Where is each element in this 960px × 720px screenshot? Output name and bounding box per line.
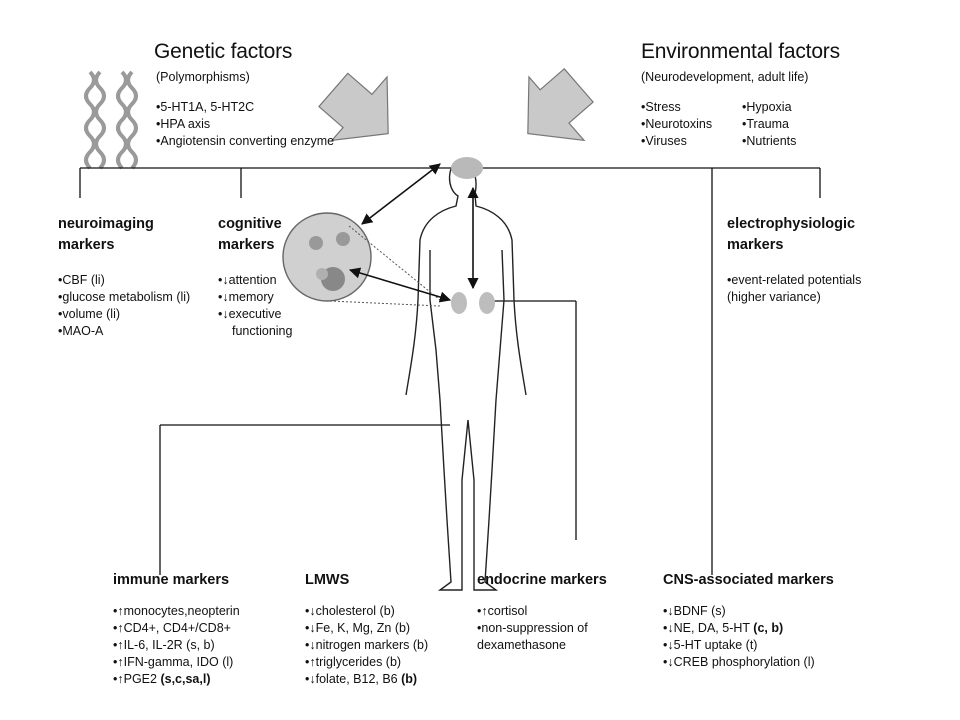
section-title: markers (58, 237, 115, 253)
interaction-arrows (348, 163, 479, 303)
section-title: neuroimaging (58, 216, 154, 232)
list-item: •↑CD4+, CD4+/CD8+ (113, 621, 231, 635)
section-title: immune markers (113, 572, 230, 588)
dna-helix-icon (116, 70, 138, 170)
list-item: •↓CREB phosphorylation (l) (663, 655, 815, 669)
list-item: •HPA axis (156, 117, 211, 131)
list-item: •↓executive (218, 307, 282, 321)
list-item: •↓cholesterol (b) (305, 604, 395, 618)
list-item: •↓NE, DA, 5-HT (c, b) (663, 621, 784, 635)
cognitive-markers: cognitive markers •↓attention •↓memory •… (218, 214, 292, 340)
cns-associated-markers: CNS-associated markers •↓BDNF (s) •↓NE, … (663, 570, 834, 671)
list-item: •Viruses (641, 134, 687, 148)
list-item: •Stress (641, 100, 681, 114)
list-item: •Neurotoxins (641, 117, 713, 131)
list-item: •event-related potentials (727, 273, 862, 287)
section-title: CNS-associated markers (663, 572, 834, 588)
section-title: LMWS (305, 572, 350, 588)
list-item: •↓Fe, K, Mg, Zn (b) (305, 621, 411, 635)
list-item: •↓BDNF (s) (663, 604, 726, 618)
environmental-arrow-icon (527, 67, 594, 142)
list-item: •Hypoxia (742, 100, 792, 114)
immune-markers: immune markers •↑monocytes,neopterin •↑C… (113, 570, 240, 688)
list-item: •glucose metabolism (li) (58, 290, 191, 304)
list-item: •↑IL-6, IL-2R (s, b) (113, 638, 215, 652)
genetic-arrow-icon (318, 72, 389, 142)
list-item: •CBF (li) (58, 273, 105, 287)
list-item: (higher variance) (727, 290, 821, 304)
human-body-icon (405, 159, 527, 591)
list-item: •Angiotensin converting enzyme (156, 134, 335, 148)
environmental-factors-list-1: •Stress •Neurotoxins •Viruses (641, 99, 712, 150)
environmental-factors-list-2: •Hypoxia •Trauma •Nutrients (742, 99, 796, 150)
list-item: dexamethasone (477, 638, 566, 652)
list-item: •↓5-HT uptake (t) (663, 638, 758, 652)
section-title: cognitive (218, 216, 282, 232)
list-item: •↑cortisol (477, 604, 528, 618)
lmws-markers: LMWS •↓cholesterol (b) •↓Fe, K, Mg, Zn (… (305, 570, 428, 688)
environmental-factors-title: Environmental factors (641, 40, 840, 63)
genetic-factors-title: Genetic factors (154, 40, 293, 63)
genetic-factors-subtitle: (Polymorphisms) (156, 70, 250, 84)
genetic-factors-list: •5-HT1A, 5-HT2C •HPA axis •Angiotensin c… (156, 99, 334, 150)
list-item: •↑monocytes,neopterin (113, 604, 240, 618)
list-item: •↑PGE2 (s,c,sa,l) (113, 672, 211, 686)
list-item: •5-HT1A, 5-HT2C (156, 100, 255, 114)
list-item: •MAO-A (58, 324, 104, 338)
section-title: markers (727, 237, 784, 253)
kidney-right-icon (479, 292, 495, 314)
list-item: functioning (232, 324, 293, 338)
list-item: •non-suppression of (477, 621, 588, 635)
list-item: •Trauma (742, 117, 789, 131)
dna-helix-icon (84, 70, 106, 170)
list-item: •↑triglycerides (b) (305, 655, 402, 669)
cognitive-zoom-panel (282, 212, 441, 307)
list-item: •↓memory (218, 290, 274, 304)
brain-icon (451, 157, 483, 179)
list-item: •↓nitrogen markers (b) (305, 638, 429, 652)
list-item: •↓folate, B12, B6 (b) (305, 672, 418, 686)
neuroimaging-markers: neuroimaging markers •CBF (li) •glucose … (58, 214, 190, 340)
endocrine-markers: endocrine markers •↑cortisol •non-suppre… (477, 570, 607, 654)
section-title: markers (218, 237, 275, 253)
section-title: electrophysiologic (727, 216, 856, 232)
connector-lines (79, 167, 821, 575)
list-item: •volume (li) (58, 307, 121, 321)
environmental-factors-subtitle: (Neurodevelopment, adult life) (641, 70, 809, 84)
kidney-left-icon (451, 292, 467, 314)
electrophysiologic-markers: electrophysiologic markers •event-relate… (727, 214, 861, 306)
list-item: •Nutrients (742, 134, 797, 148)
list-item: •↓attention (218, 273, 277, 287)
list-item: •↑IFN-gamma, IDO (l) (113, 655, 234, 669)
section-title: endocrine markers (477, 572, 607, 588)
